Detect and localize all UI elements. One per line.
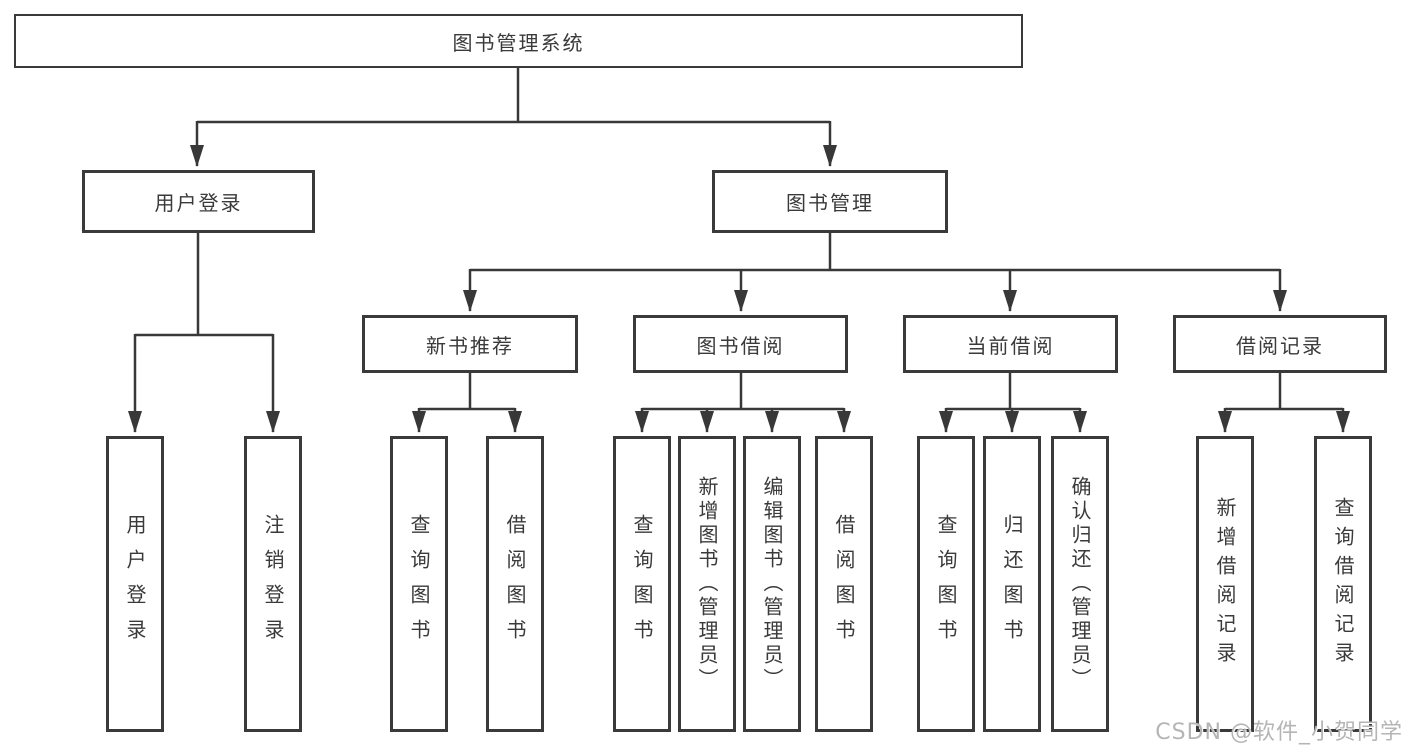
leaf-query-books-borrow: 查询图书 <box>613 436 671 732</box>
leaf-confirm-return-admin: 确认归还（管理员） <box>1051 436 1109 732</box>
node-new-book-recommend-label: 新书推荐 <box>426 333 514 358</box>
leaf-query-borrow-record: 查询借阅记录 <box>1314 436 1372 732</box>
leaf-borrow-books-label: 借阅图书 <box>832 514 856 654</box>
leaf-add-borrow-record-label: 新增借阅记录 <box>1213 497 1237 671</box>
node-book-borrow-label: 图书借阅 <box>696 333 785 358</box>
leaf-borrow-books-recommend: 借阅图书 <box>486 436 544 732</box>
node-borrow-records-label: 借阅记录 <box>1236 333 1324 358</box>
leaf-borrow-books: 借阅图书 <box>815 436 873 732</box>
node-book-borrow: 图书借阅 <box>633 315 848 373</box>
node-root-label: 图书管理系统 <box>452 30 585 55</box>
node-current-borrow: 当前借阅 <box>903 315 1118 373</box>
leaf-add-book-admin-label: 新增图书（管理员） <box>695 476 719 692</box>
leaf-logout-label: 注销登录 <box>261 514 285 654</box>
csdn-watermark: CSDN @软件_小贺同学 <box>1155 720 1403 745</box>
leaf-logout: 注销登录 <box>244 436 302 732</box>
leaf-add-book-admin: 新增图书（管理员） <box>678 436 736 732</box>
leaf-query-books-current-label: 查询图书 <box>934 514 958 654</box>
leaf-return-book: 归还图书 <box>983 436 1041 732</box>
node-root: 图书管理系统 <box>14 14 1023 68</box>
leaf-edit-book-admin-label: 编辑图书（管理员） <box>760 476 784 692</box>
leaf-add-borrow-record: 新增借阅记录 <box>1196 436 1254 732</box>
leaf-user-login-label: 用户登录 <box>123 514 147 654</box>
leaf-query-books-recommend: 查询图书 <box>390 436 448 732</box>
leaf-user-login: 用户登录 <box>106 436 164 732</box>
node-current-borrow-label: 当前借阅 <box>966 333 1055 358</box>
node-book-management-label: 图书管理 <box>786 191 874 215</box>
leaf-edit-book-admin: 编辑图书（管理员） <box>743 436 801 732</box>
node-user-login: 用户登录 <box>82 170 315 233</box>
leaf-query-books-recommend-label: 查询图书 <box>407 514 431 654</box>
node-book-management: 图书管理 <box>712 170 948 233</box>
node-user-login-label: 用户登录 <box>154 191 243 215</box>
leaf-confirm-return-admin-label: 确认归还（管理员） <box>1068 476 1092 692</box>
leaf-query-books-current: 查询图书 <box>917 436 975 732</box>
leaf-return-book-label: 归还图书 <box>1000 514 1024 654</box>
leaf-query-borrow-record-label: 查询借阅记录 <box>1331 497 1355 671</box>
node-borrow-records: 借阅记录 <box>1173 315 1387 373</box>
node-new-book-recommend: 新书推荐 <box>362 315 578 373</box>
leaf-borrow-books-recommend-label: 借阅图书 <box>503 514 527 654</box>
leaf-query-books-borrow-label: 查询图书 <box>630 514 654 654</box>
